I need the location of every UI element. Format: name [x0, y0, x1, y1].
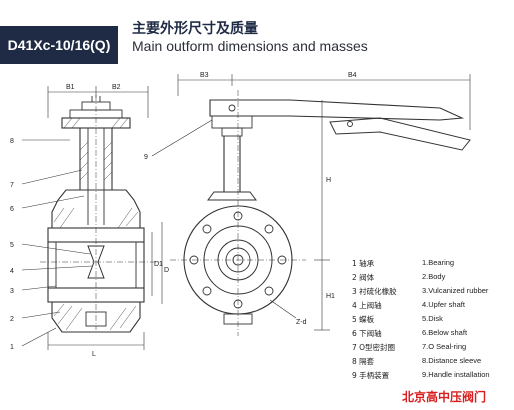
dim-b2: B2	[112, 84, 121, 91]
legend-cn: 1 轴承	[352, 259, 375, 268]
legend-en: 8.Distance sleeve	[422, 356, 482, 365]
callout-4: 4	[10, 268, 14, 275]
parts-legend: 1 轴承 1.Bearing 2 阀体 2.Body 3 衬硫化橡胶 3.Vulcan…	[352, 256, 512, 382]
model-badge: D41Xc-10/16(Q)	[0, 26, 118, 64]
callout-3: 3	[10, 288, 14, 295]
front-view	[151, 74, 471, 336]
dim-zd: Z-d	[296, 319, 307, 326]
dim-l: L	[92, 351, 96, 358]
legend-cn: 4 上阀轴	[352, 301, 382, 310]
legend-cn: 9 手柄装置	[352, 371, 390, 380]
legend-row: 9 手柄装置 9.Handle installation	[352, 368, 512, 382]
callout-8: 8	[10, 138, 14, 145]
legend-row: 2 阀体 2.Body	[352, 270, 512, 284]
legend-cn: 7 O型密封圈	[352, 343, 396, 352]
legend-row: 4 上阀轴 4.Upfer shaft	[352, 298, 512, 312]
legend-cn: 5 蝶板	[352, 315, 375, 324]
legend-row: 7 O型密封圈 7.O Seal-ring	[352, 340, 512, 354]
legend-en: 9.Handle installation	[422, 370, 490, 379]
legend-en: 6.Below shaft	[422, 328, 468, 337]
title-english: Main outform dimensions and masses	[132, 38, 368, 54]
legend-row: 6 下阀轴 6.Below shaft	[352, 326, 512, 340]
section-view	[21, 86, 163, 350]
dim-h1: H1	[326, 293, 335, 300]
legend-row: 1 轴承 1.Bearing	[352, 256, 512, 270]
dim-b3: B3	[200, 72, 209, 79]
legend-en: 3.Vulcanized rubber	[422, 286, 489, 295]
legend-row: 3 衬硫化橡胶 3.Vulcanized rubber	[352, 284, 512, 298]
dim-h: H	[326, 177, 331, 184]
legend-en: 7.O Seal-ring	[422, 342, 467, 351]
callout-5: 5	[10, 242, 14, 249]
legend-row: 8 隔套 8.Distance sleeve	[352, 354, 512, 368]
legend-en: 2.Body	[422, 272, 446, 281]
dim-d1: D1	[154, 261, 163, 268]
legend-cn: 6 下阀轴	[352, 329, 382, 338]
callout-9: 9	[144, 154, 148, 161]
company-name: 北京高中压阀门	[402, 390, 487, 404]
callout-7: 7	[10, 182, 14, 189]
legend-row: 5 蝶板 5.Disk	[352, 312, 512, 326]
callout-6: 6	[10, 206, 14, 213]
legend-en: 1.Bearing	[422, 258, 455, 267]
dim-b4: B4	[348, 72, 357, 79]
dim-d: D	[164, 267, 169, 274]
legend-cn: 2 阀体	[352, 273, 375, 282]
legend-en: 5.Disk	[422, 314, 443, 323]
callout-1: 1	[10, 344, 14, 351]
title-chinese: 主要外形尺寸及质量	[132, 21, 258, 37]
legend-cn: 3 衬硫化橡胶	[352, 287, 397, 296]
dim-b1: B1	[66, 84, 75, 91]
callout-2: 2	[10, 316, 14, 323]
legend-en: 4.Upfer shaft	[422, 300, 465, 309]
legend-cn: 8 隔套	[352, 357, 375, 366]
